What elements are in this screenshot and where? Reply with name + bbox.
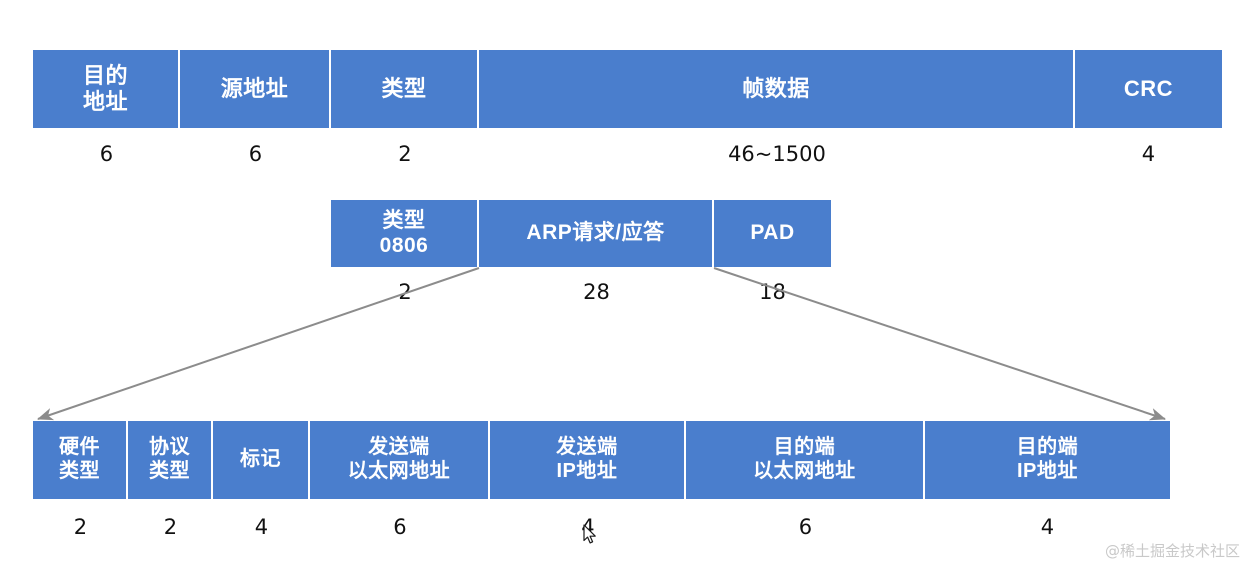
ethernet-frame-row: 目的地址 源地址 类型 帧数据 CRC [33,50,1222,128]
cell-label-line: 发送端 [368,436,430,459]
cell-label-line: 以太网地址 [347,460,451,482]
cell-label-line: 类型 [381,76,427,102]
cell-label-line: IP地址 [556,460,618,482]
arp-fields-row-cell-3: 发送端以太网地址 [309,421,490,499]
cell-label-line: 标记 [239,448,281,471]
arp-fields-row-byte-count-5: 6 [798,515,813,539]
ethernet-frame-row-byte-count-4: 4 [1141,142,1156,166]
cell-label-line: 目的端 [1016,436,1079,459]
ethernet-frame-byte-counts: 6 6 2 46~1500 4 [33,142,1222,166]
ethernet-frame-row-cell-3: 帧数据 [478,50,1075,128]
cell-label-line: 硬件 [58,436,100,459]
ethernet-frame-row-cell-4: CRC [1074,50,1222,128]
arp-fields-row-byte-count-3: 6 [393,515,407,539]
ethernet-frame-row-cell-1: 源地址 [179,50,331,128]
cell-label-line: 地址 [82,89,128,114]
arp-payload-byte-counts: 2 28 18 [331,280,831,304]
cell-label-line: IP地址 [1016,460,1078,482]
cell-label-line: 0806 [379,233,429,257]
ethernet-frame-row-byte-count-1: 6 [248,142,263,166]
cell-label-line: 类型 [148,460,190,482]
cell-label-line: PAD [750,221,795,245]
arp-fields-row-byte-count-0: 2 [73,515,88,539]
ethernet-frame-row-byte-count-2: 2 [398,142,412,166]
arp-payload-row-byte-count-0: 2 [398,280,412,304]
ethernet-frame-row-cell-0: 目的地址 [33,50,180,128]
cell-label-line: 发送端 [556,436,618,459]
arp-payload-row-cell-2: PAD [714,200,831,267]
cell-label-line: 类型 [58,460,100,482]
ethernet-frame-row-byte-count-0: 6 [99,142,114,166]
arp-fields-row-byte-count-1: 2 [163,515,178,539]
arp-payload-row-byte-count-1: 28 [583,280,610,304]
cell-label-line: ARP请求/应答 [526,221,665,245]
arp-fields-row-cell-0: 硬件类型 [33,421,128,499]
ethernet-frame-row-cell-2: 类型 [330,50,479,128]
mouse-cursor [583,524,596,544]
arp-fields-row-cell-2: 标记 [212,421,310,499]
cell-label-line: 目的 [82,63,128,89]
cell-label-line: 以太网地址 [753,460,856,482]
arp-fields-row-cell-1: 协议类型 [127,421,213,499]
arp-fields-row-byte-count-6: 4 [1040,515,1055,539]
cell-label-line: CRC [1123,76,1174,102]
arp-payload-row-cell-1: ARP请求/应答 [479,200,714,267]
arp-payload-row-byte-count-2: 18 [759,280,786,304]
cell-label-line: 协议 [148,436,190,459]
cell-label-line: 帧数据 [742,76,810,102]
cell-label-line: 源地址 [220,76,289,102]
watermark-text: @稀土掘金技术社区 [1104,542,1240,560]
ethernet-frame-row-byte-count-3: 46~1500 [728,142,826,166]
cell-label-line: 目的端 [773,436,836,459]
arp-fields-row-byte-count-2: 4 [254,515,269,539]
arp-fields-row-cell-5: 目的端以太网地址 [685,421,925,499]
cell-label-line: 类型 [382,208,426,232]
